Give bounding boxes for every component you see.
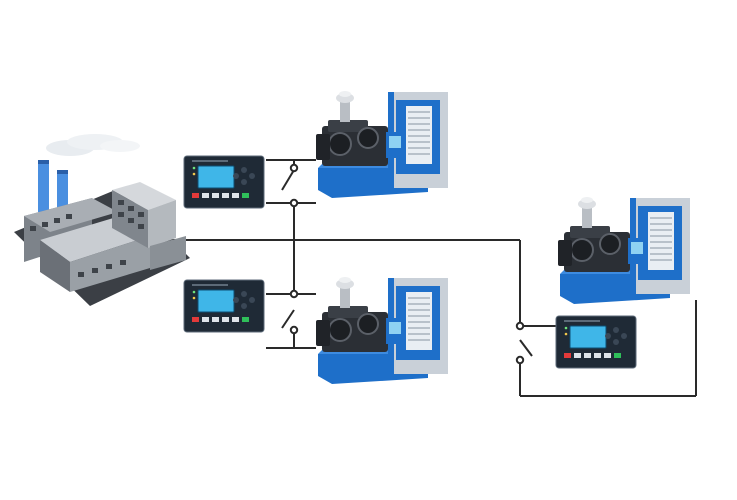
factory-icon [14,134,190,306]
breaker-switch-3-icon [515,321,533,365]
breaker-switch-2-icon [281,289,299,335]
genset-controller-2-icon [183,279,265,333]
diesel-generator-3-icon [557,196,691,305]
genset-controller-1-icon [183,155,265,209]
diesel-generator-1-icon [315,90,449,199]
diesel-generator-2-icon [315,276,449,385]
breaker-switch-1-icon [281,163,299,208]
genset-controller-3-icon [555,315,637,369]
